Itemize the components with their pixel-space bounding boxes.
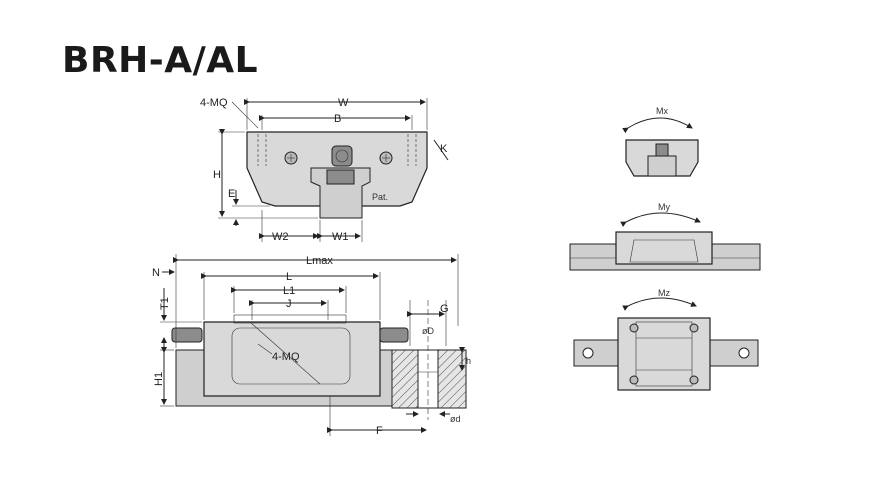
moment-view-my: My <box>569 202 761 271</box>
dim-h-small: h <box>466 356 471 366</box>
dim-l: L <box>286 271 292 283</box>
dim-k: K <box>440 143 448 155</box>
front-view: W B 4-MQ H E K Pat. W2 W1 <box>200 97 449 243</box>
side-grease-nipple-left <box>171 327 203 343</box>
page-title: BRH-A/AL <box>62 40 259 81</box>
moment-view-mx: Mx <box>622 106 699 177</box>
moment-view-mz: Mz <box>573 288 759 391</box>
front-bolt-left <box>284 151 298 165</box>
moment-my-label: My <box>658 202 670 212</box>
dim-h: H <box>213 169 221 181</box>
front-bolt-right <box>379 151 393 165</box>
front-rail-top <box>326 169 355 185</box>
side-grease-nipple-right <box>379 327 409 343</box>
dim-h1: H1 <box>153 372 165 386</box>
moment-mx-label: Mx <box>656 106 668 116</box>
dim-g: G <box>440 303 449 315</box>
dim-e: E <box>228 188 235 200</box>
side-mq-label: 4-MQ <box>272 351 300 363</box>
dim-j: J <box>286 298 292 310</box>
dim-l1: L1 <box>283 285 295 297</box>
front-mq-label: 4-MQ <box>200 97 228 109</box>
moment-mz-label: Mz <box>658 288 670 298</box>
front-rail <box>310 167 371 219</box>
dim-w1: W1 <box>332 231 349 243</box>
pat-mark: Pat. <box>372 192 388 202</box>
dim-t1: T1 <box>159 297 171 310</box>
front-grease-nipple <box>331 145 353 167</box>
dim-n: N <box>152 267 160 279</box>
side-view: Lmax L L1 J N T1 H1 4-MQ G <box>152 254 471 437</box>
dim-w2: W2 <box>272 231 289 243</box>
dim-b: B <box>334 113 341 125</box>
dim-diam-D: øD <box>422 326 434 336</box>
dim-diam-d: ød <box>450 414 461 424</box>
dim-f: F <box>376 425 383 437</box>
dim-lmax: Lmax <box>306 255 333 267</box>
dim-w: W <box>338 97 349 109</box>
